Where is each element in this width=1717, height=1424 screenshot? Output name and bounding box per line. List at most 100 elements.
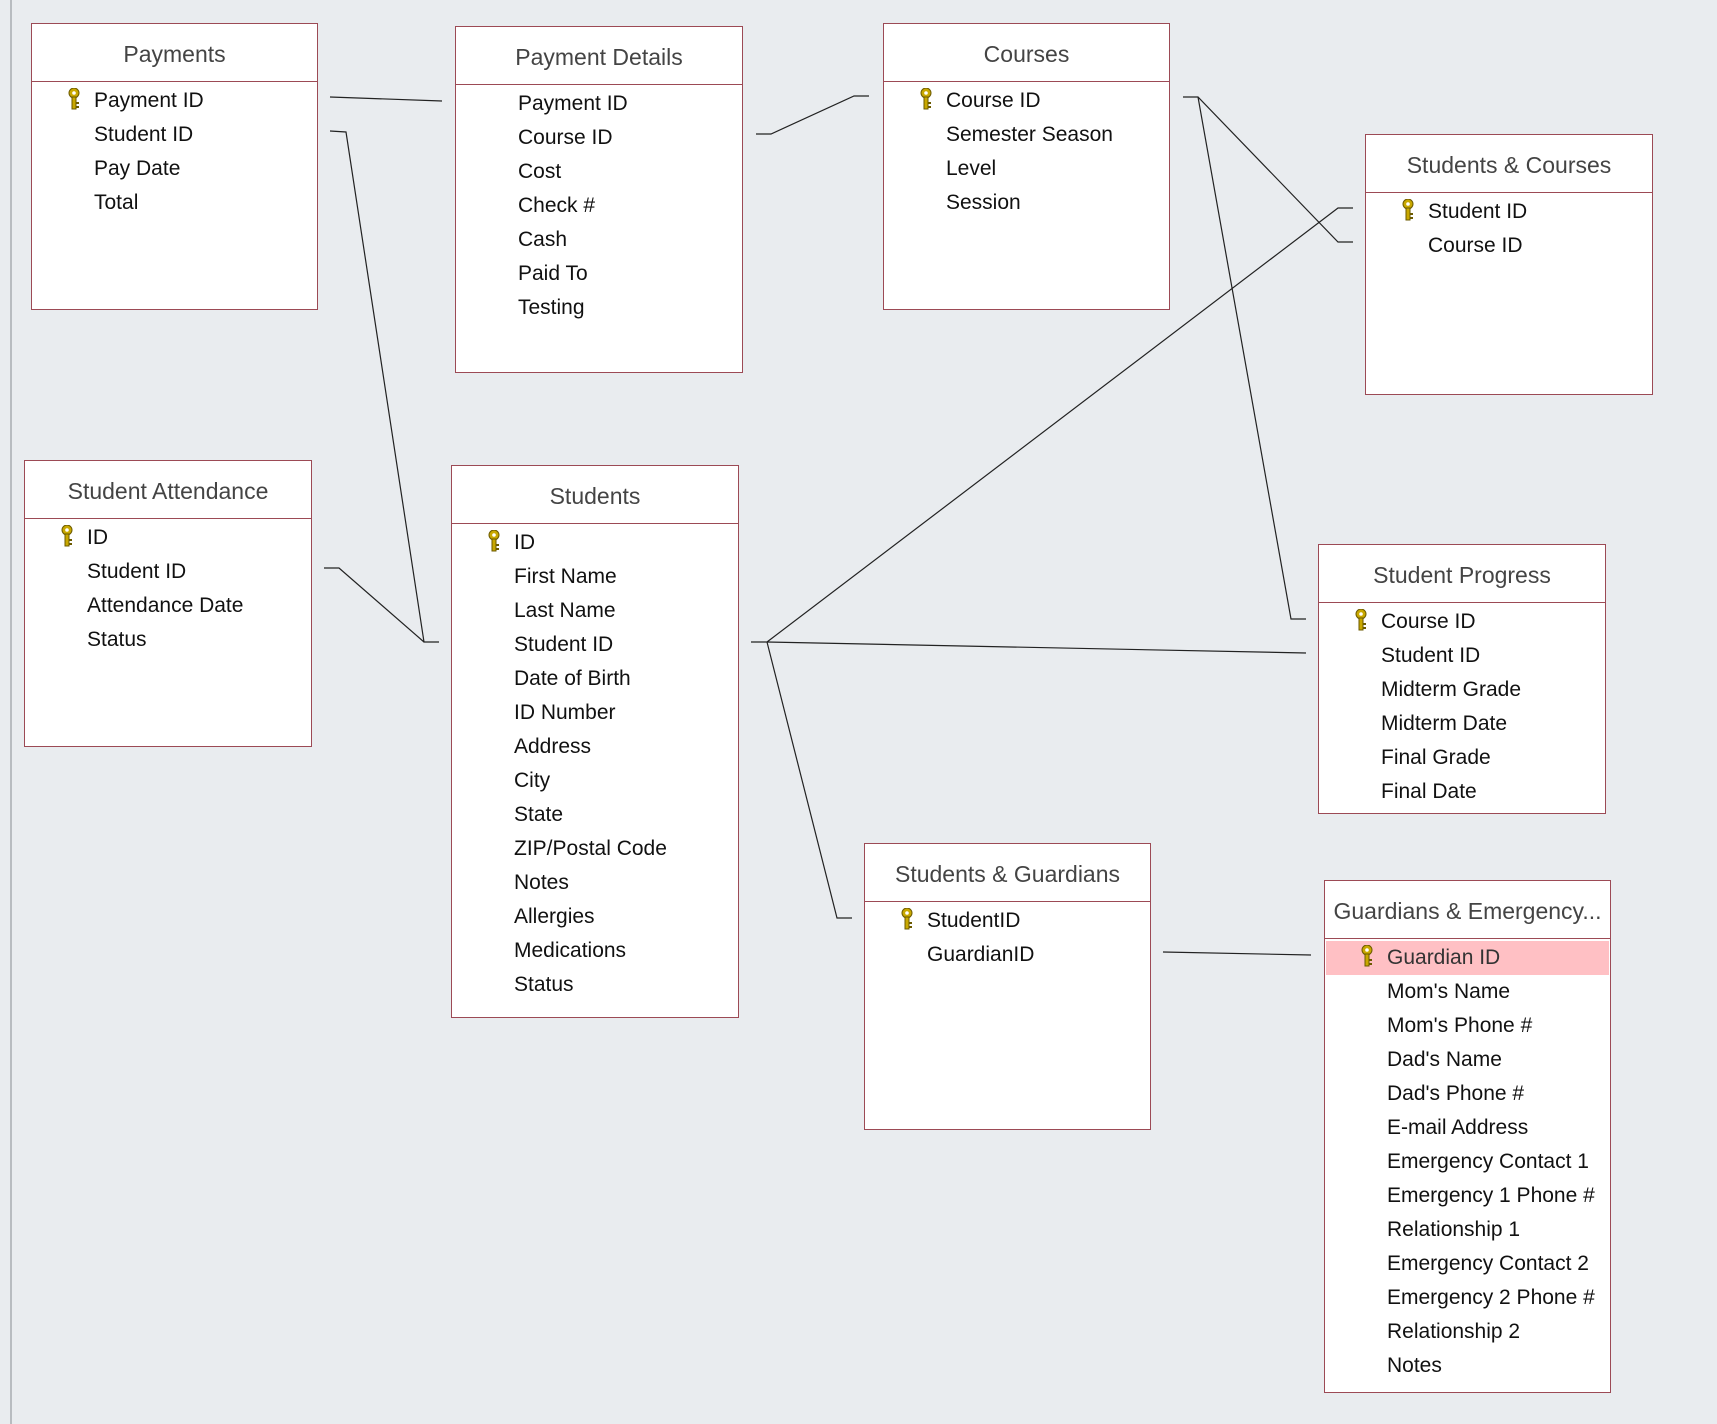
- table-title[interactable]: Students & Courses: [1366, 135, 1652, 193]
- field-name: Student ID: [1381, 644, 1481, 667]
- field-name: Relationship 2: [1387, 1320, 1521, 1343]
- field-row[interactable]: Student ID: [26, 555, 310, 589]
- field-row[interactable]: Notes: [1326, 1349, 1609, 1383]
- field-row[interactable]: Student ID: [33, 118, 316, 152]
- field-row[interactable]: Final Grade: [1320, 741, 1604, 775]
- primary-key-icon: [60, 524, 74, 547]
- field-row[interactable]: First Name: [453, 560, 737, 594]
- field-name: State: [514, 803, 564, 826]
- field-row[interactable]: State: [453, 798, 737, 832]
- field-row[interactable]: Student ID: [1367, 195, 1651, 229]
- field-row[interactable]: Relationship 1: [1326, 1213, 1609, 1247]
- field-row[interactable]: Emergency Contact 2: [1326, 1247, 1609, 1281]
- field-row[interactable]: Dad's Name: [1326, 1043, 1609, 1077]
- field-row[interactable]: Paid To: [457, 257, 741, 291]
- field-row[interactable]: Emergency 2 Phone #: [1326, 1281, 1609, 1315]
- primary-key-icon: [919, 87, 933, 110]
- field-row[interactable]: Notes: [453, 866, 737, 900]
- field-row[interactable]: Pay Date: [33, 152, 316, 186]
- field-name: Check #: [518, 194, 596, 217]
- field-name: Cash: [518, 228, 568, 251]
- field-row[interactable]: Total: [33, 186, 316, 220]
- field-row[interactable]: Cost: [457, 155, 741, 189]
- field-row[interactable]: Status: [26, 623, 310, 657]
- table-title[interactable]: Payments: [32, 24, 317, 82]
- field-row[interactable]: Last Name: [453, 594, 737, 628]
- window-left-border: [10, 0, 12, 1424]
- field-row[interactable]: Relationship 2: [1326, 1315, 1609, 1349]
- field-row[interactable]: Mom's Phone #: [1326, 1009, 1609, 1043]
- field-row[interactable]: Dad's Phone #: [1326, 1077, 1609, 1111]
- field-row[interactable]: Testing: [457, 291, 741, 325]
- field-row[interactable]: Check #: [457, 189, 741, 223]
- field-name: Payment ID: [94, 89, 204, 112]
- field-row[interactable]: Course ID: [457, 121, 741, 155]
- field-name: Notes: [514, 871, 569, 894]
- field-row[interactable]: Address: [453, 730, 737, 764]
- field-row[interactable]: Semester Season: [885, 118, 1168, 152]
- field-name: Final Grade: [1381, 746, 1491, 769]
- relationship-studentsguardians-guardians: [1162, 951, 1312, 956]
- field-row[interactable]: E-mail Address: [1326, 1111, 1609, 1145]
- field-name: Mom's Name: [1387, 980, 1511, 1003]
- field-row[interactable]: StudentID: [866, 904, 1149, 938]
- table-guardians-emergency[interactable]: Guardians & Emergency...Guardian ID Mom's…: [1324, 880, 1611, 1393]
- field-row[interactable]: Level: [885, 152, 1168, 186]
- field-name: ZIP/Postal Code: [514, 837, 667, 860]
- field-row[interactable]: ZIP/Postal Code: [453, 832, 737, 866]
- field-row[interactable]: City: [453, 764, 737, 798]
- field-row[interactable]: Medications: [453, 934, 737, 968]
- field-name: Address: [514, 735, 592, 758]
- field-name: Student ID: [514, 633, 614, 656]
- field-row[interactable]: Student ID: [1320, 639, 1604, 673]
- field-name: Testing: [518, 296, 585, 319]
- field-row[interactable]: Status: [453, 968, 737, 1002]
- field-row[interactable]: ID: [26, 521, 310, 555]
- field-row[interactable]: Midterm Grade: [1320, 673, 1604, 707]
- field-row[interactable]: Attendance Date: [26, 589, 310, 623]
- field-row[interactable]: Date of Birth: [453, 662, 737, 696]
- field-row[interactable]: Payment ID: [457, 87, 741, 121]
- field-row[interactable]: Course ID: [885, 84, 1168, 118]
- field-row[interactable]: Mom's Name: [1326, 975, 1609, 1009]
- field-row[interactable]: Midterm Date: [1320, 707, 1604, 741]
- field-name: Pay Date: [94, 157, 181, 180]
- field-row[interactable]: Final Date: [1320, 775, 1604, 809]
- field-name: Course ID: [1381, 610, 1476, 633]
- field-row[interactable]: Cash: [457, 223, 741, 257]
- table-title[interactable]: Students & Guardians: [865, 844, 1150, 902]
- table-title[interactable]: Student Progress: [1319, 545, 1605, 603]
- field-row[interactable]: Student ID: [453, 628, 737, 662]
- field-name: Final Date: [1381, 780, 1477, 803]
- table-title[interactable]: Payment Details: [456, 27, 742, 85]
- table-title[interactable]: Courses: [884, 24, 1169, 82]
- field-name: Dad's Name: [1387, 1048, 1502, 1071]
- table-title[interactable]: Guardians & Emergency...: [1325, 881, 1610, 939]
- field-row[interactable]: ID: [453, 526, 737, 560]
- field-row[interactable]: Course ID: [1320, 605, 1604, 639]
- field-name: First Name: [514, 565, 617, 588]
- primary-key-icon: [1401, 198, 1415, 221]
- field-row[interactable]: Emergency Contact 1: [1326, 1145, 1609, 1179]
- field-row[interactable]: Allergies: [453, 900, 737, 934]
- field-row[interactable]: ID Number: [453, 696, 737, 730]
- primary-key-icon: [1360, 944, 1374, 967]
- field-row[interactable]: Guardian ID: [1326, 941, 1609, 975]
- field-row[interactable]: Emergency 1 Phone #: [1326, 1179, 1609, 1213]
- field-row[interactable]: Course ID: [1367, 229, 1651, 263]
- field-row[interactable]: GuardianID: [866, 938, 1149, 972]
- field-row[interactable]: Payment ID: [33, 84, 316, 118]
- table-title[interactable]: Student Attendance: [25, 461, 311, 519]
- field-row[interactable]: Session: [885, 186, 1168, 220]
- table-title[interactable]: Students: [452, 466, 738, 524]
